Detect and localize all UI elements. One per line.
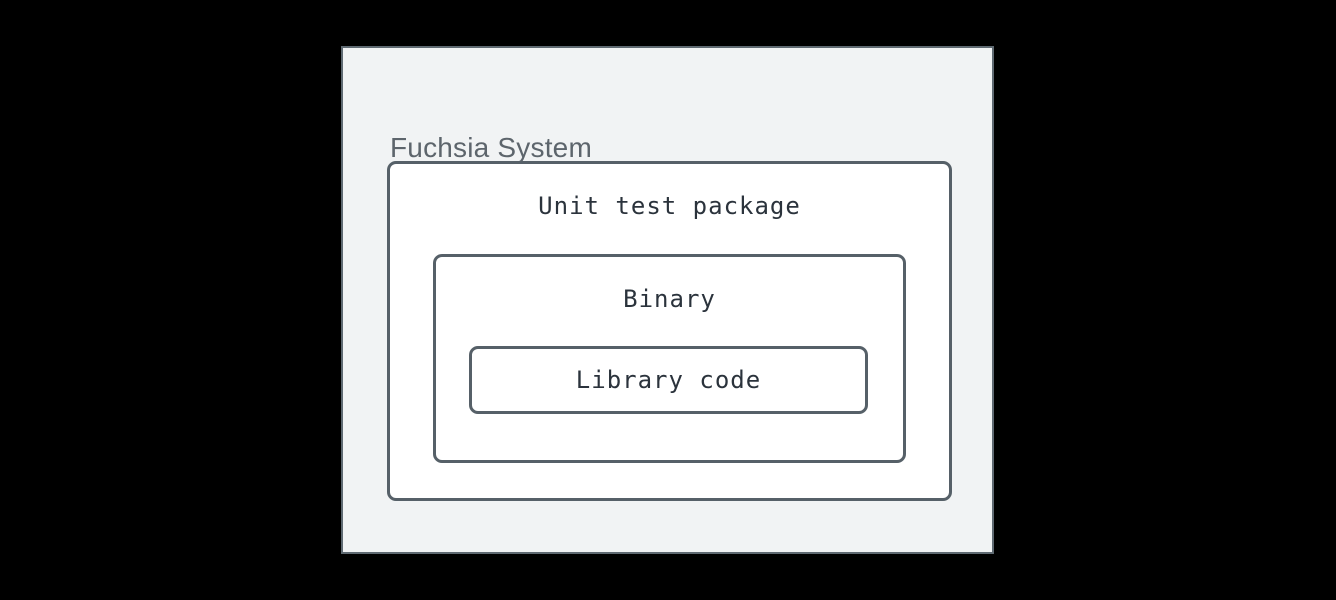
fuchsia-system-box: Fuchsia System Unit test package Binary … xyxy=(341,46,994,554)
library-code-label: Library code xyxy=(575,366,762,394)
unit-test-package-box: Unit test package Binary Library code xyxy=(387,161,952,501)
unit-test-package-label: Unit test package xyxy=(538,192,801,220)
library-code-box: Library code xyxy=(469,346,868,414)
binary-box: Binary Library code xyxy=(433,254,906,463)
fuchsia-system-label: Fuchsia System xyxy=(390,132,592,163)
binary-label: Binary xyxy=(623,285,716,313)
